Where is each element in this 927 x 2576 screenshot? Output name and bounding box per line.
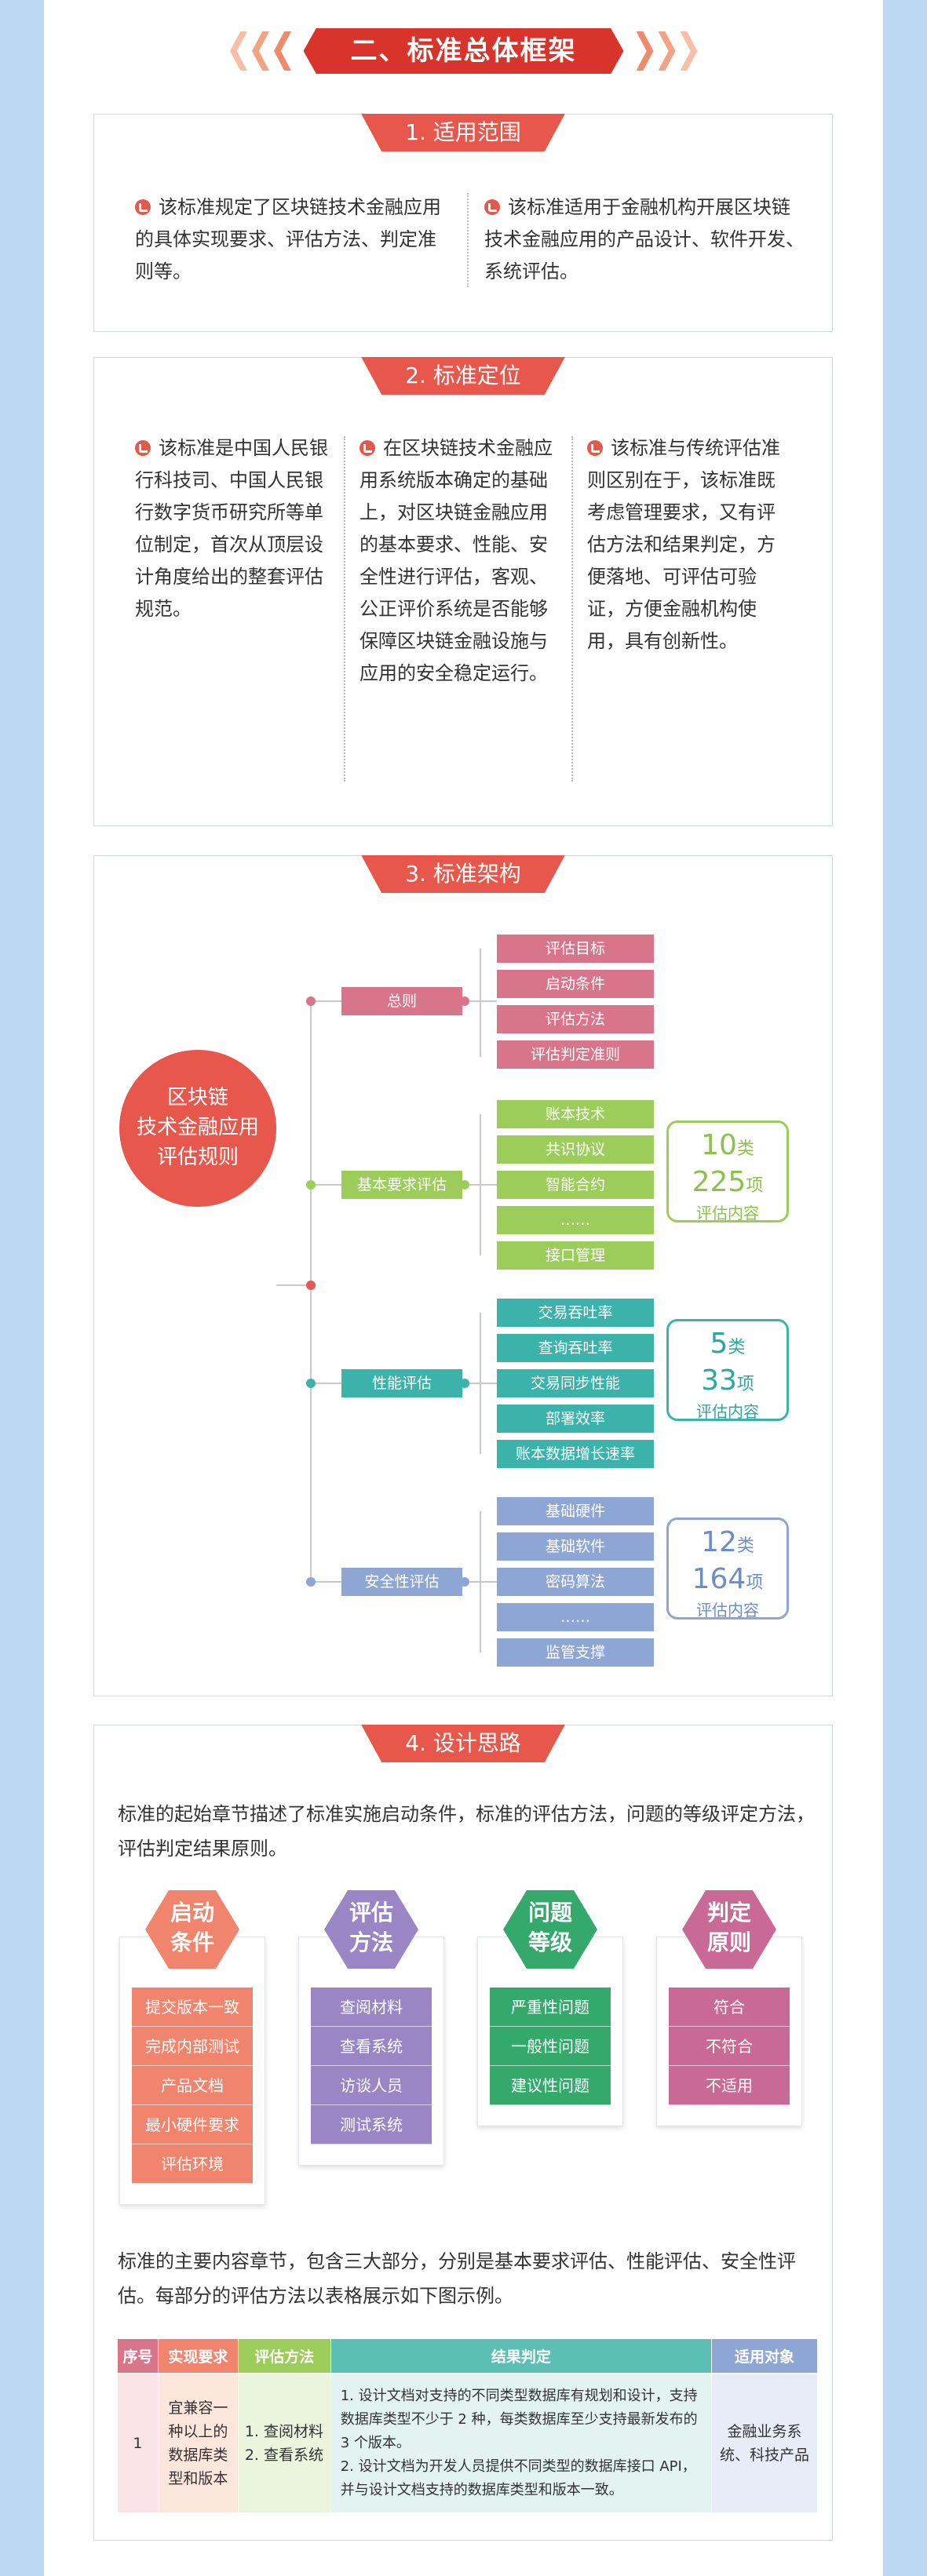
bullet-icon bbox=[135, 199, 151, 215]
card-item: 产品文档 bbox=[132, 2066, 253, 2105]
section-architecture-title: 3. 标准架构 bbox=[361, 855, 565, 893]
design-paragraph-2: 标准的主要内容章节，包含三大部分，分别是基本要求评估、性能评估、安全性评估。每部… bbox=[118, 2250, 796, 2307]
bullet-icon bbox=[484, 199, 500, 215]
positioning-bullet-1: 该标准是中国人民银行科技司、中国人民银行数字货币研究所等单位制定，首次从顶层设计… bbox=[135, 437, 328, 620]
card-item: 建议性问题 bbox=[490, 2066, 611, 2105]
leaf-item: 启动条件 bbox=[497, 970, 654, 998]
chevron-left-decoration bbox=[230, 31, 291, 71]
table-header: 适用对象 bbox=[711, 2338, 818, 2374]
article-page: 二、标准总体框架 1. 适用范围 该标准规定了区块链技术金融应用的具体实现要求、… bbox=[44, 0, 883, 2576]
table-header: 序号 bbox=[117, 2338, 159, 2374]
column-divider bbox=[571, 436, 573, 782]
summary-box-basic: 10类 225项 评估内容 bbox=[666, 1120, 789, 1222]
card-evaluation-methods: 评估方法 查阅材料 查看系统 访谈人员 测试系统 bbox=[298, 1890, 444, 2166]
branch-security: 安全性评估 bbox=[341, 1568, 462, 1596]
card-hex-title: 判定原则 bbox=[682, 1890, 776, 1969]
leaf-item: …… bbox=[497, 1603, 654, 1631]
card-hex-title: 启动条件 bbox=[145, 1890, 239, 1969]
card-start-conditions: 启动条件 提交版本一致 完成内部测试 产品文档 最小硬件要求 评估环境 bbox=[119, 1890, 265, 2205]
leaf-item: 接口管理 bbox=[497, 1241, 654, 1270]
leaf-item: 评估判定准则 bbox=[497, 1040, 654, 1069]
bullet-icon bbox=[135, 440, 151, 456]
connector-dot bbox=[306, 1180, 316, 1190]
summary-box-performance: 5类 33项 评估内容 bbox=[666, 1319, 789, 1421]
connector-dot bbox=[306, 997, 316, 1006]
card-item: 不适用 bbox=[669, 2066, 790, 2105]
connector-dot bbox=[306, 1281, 316, 1290]
connector-dot bbox=[306, 1577, 316, 1587]
leaf-item: 监管支撑 bbox=[497, 1638, 654, 1667]
card-item: 提交版本一致 bbox=[132, 1988, 253, 2027]
table-cell: 宜兼容一种以上的数据库类型和版本 bbox=[157, 2373, 239, 2513]
section-design-title: 4. 设计思路 bbox=[361, 1725, 565, 1762]
bullet-icon bbox=[587, 440, 603, 456]
leaf-item: 基础硬件 bbox=[497, 1497, 654, 1525]
branch-basic-requirements: 基本要求评估 bbox=[341, 1171, 462, 1199]
card-item: 评估环境 bbox=[132, 2144, 253, 2184]
card-item: 访谈人员 bbox=[311, 2066, 432, 2105]
table-cell: 1. 设计文档对支持的不同类型数据库有规划和设计，支持数据库类型不少于 2 种，… bbox=[330, 2373, 713, 2513]
leaf-item: 账本数据增长速率 bbox=[497, 1440, 654, 1468]
card-item: 查看系统 bbox=[311, 2027, 432, 2066]
positioning-bullet-3: 该标准与传统评估准则区别在于，该标准既考虑管理要求，又有评估方法和结果判定，方便… bbox=[587, 437, 780, 652]
table-header: 评估方法 bbox=[237, 2338, 331, 2374]
positioning-bullet-2: 在区块链技术金融应用系统版本确定的基础上，对区块链金融应用的基本要求、性能、安全… bbox=[359, 437, 553, 684]
table-header: 实现要求 bbox=[157, 2338, 239, 2374]
card-judgement-principles: 判定原则 符合 不符合 不适用 bbox=[656, 1890, 802, 2126]
scope-bullet-1: 该标准规定了区块链技术金融应用的具体实现要求、评估方法、判定准则等。 bbox=[135, 196, 441, 282]
column-divider bbox=[467, 193, 469, 287]
leaf-item: 密码算法 bbox=[497, 1568, 654, 1596]
right-margin-strip bbox=[883, 0, 927, 2576]
leaf-item: 部署效率 bbox=[497, 1405, 654, 1433]
leaf-item: 智能合约 bbox=[497, 1171, 654, 1199]
scope-bullet-2: 该标准适用于金融机构开展区块链技术金融应用的产品设计、软件开发、系统评估。 bbox=[484, 196, 805, 282]
leaf-item: 评估目标 bbox=[497, 935, 654, 963]
evaluation-example-table: 序号 实现要求 评估方法 结果判定 适用对象 1 宜兼容一种以上的数据库类型和版… bbox=[117, 2338, 818, 2513]
section-positioning: 2. 标准定位 该标准是中国人民银行科技司、中国人民银行数字货币研究所等单位制定… bbox=[93, 357, 833, 826]
framework-root-node: 区块链技术金融应用评估规则 bbox=[119, 1050, 276, 1207]
column-divider bbox=[344, 436, 345, 782]
leaf-item: 交易同步性能 bbox=[497, 1369, 654, 1397]
leaf-item: 查询吞吐率 bbox=[497, 1334, 654, 1362]
connector-dot bbox=[306, 1379, 316, 1388]
card-issue-levels: 问题等级 严重性问题 一般性问题 建议性问题 bbox=[477, 1890, 623, 2126]
connector-line bbox=[276, 1284, 311, 1286]
chevron-right-decoration bbox=[636, 31, 698, 71]
card-hex-title: 问题等级 bbox=[503, 1890, 597, 1969]
card-item: 符合 bbox=[669, 1988, 790, 2027]
leaf-item: …… bbox=[497, 1206, 654, 1234]
section-scope-title: 1. 适用范围 bbox=[361, 114, 565, 151]
leaf-item: 交易吞吐率 bbox=[497, 1299, 654, 1327]
table-cell: 金融业务系统、科技产品 bbox=[711, 2373, 818, 2513]
card-item: 测试系统 bbox=[311, 2105, 432, 2144]
leaf-item: 评估方法 bbox=[497, 1005, 654, 1033]
branch-general: 总则 bbox=[341, 987, 462, 1015]
section-positioning-title: 2. 标准定位 bbox=[361, 357, 565, 395]
summary-box-security: 12类 164项 评估内容 bbox=[666, 1518, 789, 1620]
card-item: 一般性问题 bbox=[490, 2027, 611, 2066]
bullet-icon bbox=[359, 440, 375, 456]
connector-line bbox=[310, 1001, 312, 1582]
design-paragraph-1: 标准的起始章节描述了标准实施启动条件，标准的评估方法，问题的等级评定方法，评估判… bbox=[118, 1803, 815, 1860]
leaf-item: 基础软件 bbox=[497, 1532, 654, 1561]
card-item: 不符合 bbox=[669, 2027, 790, 2066]
section-scope: 1. 适用范围 该标准规定了区块链技术金融应用的具体实现要求、评估方法、判定准则… bbox=[93, 114, 833, 332]
table-header: 结果判定 bbox=[330, 2338, 713, 2374]
leaf-item: 共识协议 bbox=[497, 1135, 654, 1164]
section-architecture: 3. 标准架构 bbox=[93, 855, 833, 1696]
card-item: 最小硬件要求 bbox=[132, 2105, 253, 2144]
branch-performance: 性能评估 bbox=[341, 1369, 462, 1397]
card-hex-title: 评估方法 bbox=[324, 1890, 418, 1969]
card-item: 严重性问题 bbox=[490, 1988, 611, 2027]
main-title: 二、标准总体框架 bbox=[303, 28, 624, 74]
table-cell: 1 bbox=[117, 2373, 159, 2513]
main-title-banner: 二、标准总体框架 bbox=[44, 24, 883, 78]
card-item: 查阅材料 bbox=[311, 1988, 432, 2027]
leaf-item: 账本技术 bbox=[497, 1100, 654, 1128]
left-margin-strip bbox=[0, 0, 44, 2576]
card-item: 完成内部测试 bbox=[132, 2027, 253, 2066]
